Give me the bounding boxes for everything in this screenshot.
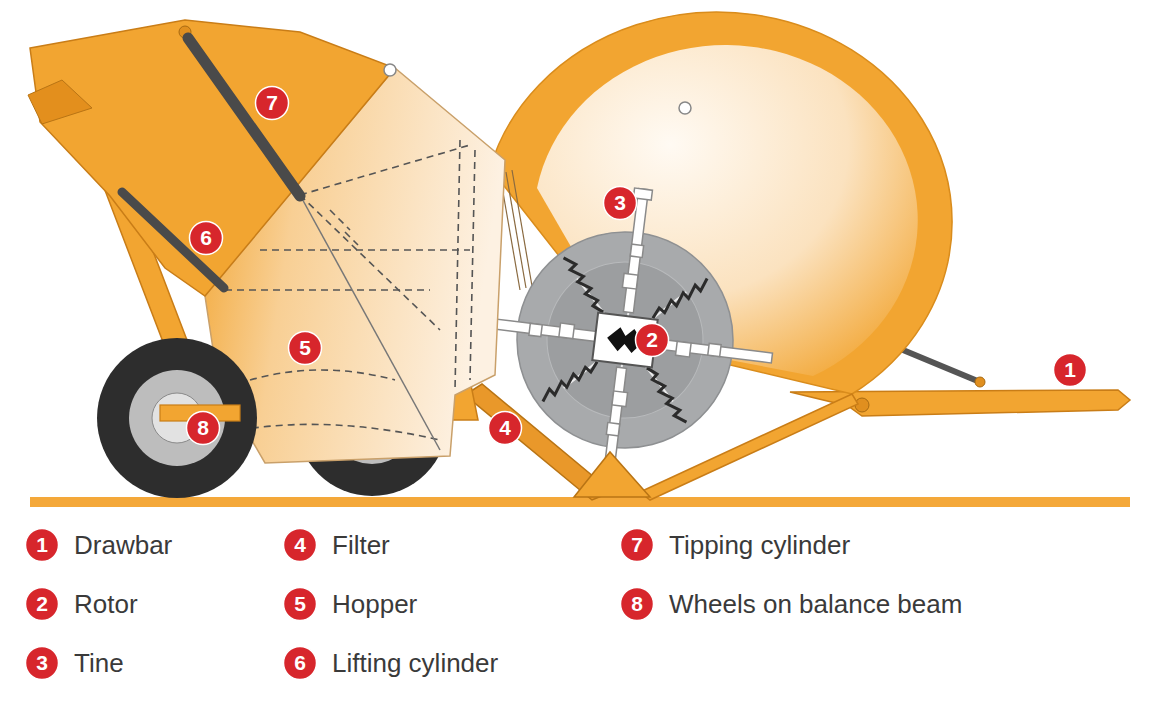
- callout-number: 8: [619, 586, 655, 622]
- callout-badge: 8: [619, 586, 655, 622]
- callout-number: 1: [1052, 352, 1088, 388]
- callout-number: 3: [602, 185, 638, 221]
- callout-badge: 6: [282, 645, 318, 681]
- legend-entry: 2 Rotor: [24, 586, 138, 622]
- callout-number: 3: [602, 185, 638, 221]
- lifting-cylinder: [122, 192, 224, 288]
- ground-line: [30, 497, 1130, 507]
- callout-badge: 7: [619, 527, 655, 563]
- callout-number: 7: [254, 85, 290, 121]
- legend-entry: 6 Lifting cylinder: [282, 645, 498, 681]
- legend-entry: 7 Tipping cylinder: [619, 527, 850, 563]
- legend-entry: 5 Hopper: [282, 586, 417, 622]
- rotor: [458, 171, 790, 490]
- part-name: Hopper: [332, 589, 417, 620]
- callout-badge: 5: [287, 330, 323, 366]
- callout-badge: 8: [185, 410, 221, 446]
- callout-number: 4: [487, 410, 523, 446]
- tipping-cylinder: [188, 38, 300, 196]
- callout-number: 5: [282, 586, 318, 622]
- legend-entry: 8 Wheels on balance beam: [619, 586, 962, 622]
- callout-number: 2: [24, 586, 60, 622]
- callout-badge: 3: [24, 645, 60, 681]
- callout-badge: 3: [602, 185, 638, 221]
- part-name: Drawbar: [74, 530, 172, 561]
- callout-badge: 2: [24, 586, 60, 622]
- callout-number: 6: [188, 220, 224, 256]
- legend-entry: 4 Filter: [282, 527, 390, 563]
- callout-badge: 1: [1052, 352, 1088, 388]
- brush: [543, 258, 708, 423]
- callout-badge: 6: [188, 220, 224, 256]
- callout-number: 2: [634, 322, 670, 358]
- part-name: Wheels on balance beam: [669, 589, 962, 620]
- callout-number: 4: [487, 410, 523, 446]
- callout-badge: 7: [254, 85, 290, 121]
- callout-badge: 2: [634, 322, 670, 358]
- callout-badge: 4: [282, 527, 318, 563]
- callout-number: 7: [254, 85, 290, 121]
- filter: [465, 384, 650, 500]
- callout-number: 5: [287, 330, 323, 366]
- callout-number: 6: [282, 645, 318, 681]
- part-name: Tine: [74, 648, 124, 679]
- legend-entry: 1 Drawbar: [24, 527, 172, 563]
- callout-number: 6: [188, 220, 224, 256]
- wheel: [97, 338, 257, 498]
- part-name: Tipping cylinder: [669, 530, 850, 561]
- callout-badge: 1: [24, 527, 60, 563]
- callout-number: 7: [619, 527, 655, 563]
- callout-number: 4: [282, 527, 318, 563]
- callout-number: 3: [24, 645, 60, 681]
- callout-badge: 5: [282, 586, 318, 622]
- tine: [458, 171, 790, 490]
- part-name: Rotor: [74, 589, 138, 620]
- part-name: Lifting cylinder: [332, 648, 498, 679]
- callout-number: 8: [185, 410, 221, 446]
- callout-number: 8: [185, 410, 221, 446]
- legend-entry: 3 Tine: [24, 645, 124, 681]
- callout-badge: 4: [487, 410, 523, 446]
- callout-number: 2: [634, 322, 670, 358]
- rotor-housing: [490, 12, 952, 500]
- part-name: Filter: [332, 530, 390, 561]
- hopper: [28, 20, 505, 463]
- callout-number: 5: [287, 330, 323, 366]
- callout-number: 1: [1052, 352, 1088, 388]
- callout-number: 1: [24, 527, 60, 563]
